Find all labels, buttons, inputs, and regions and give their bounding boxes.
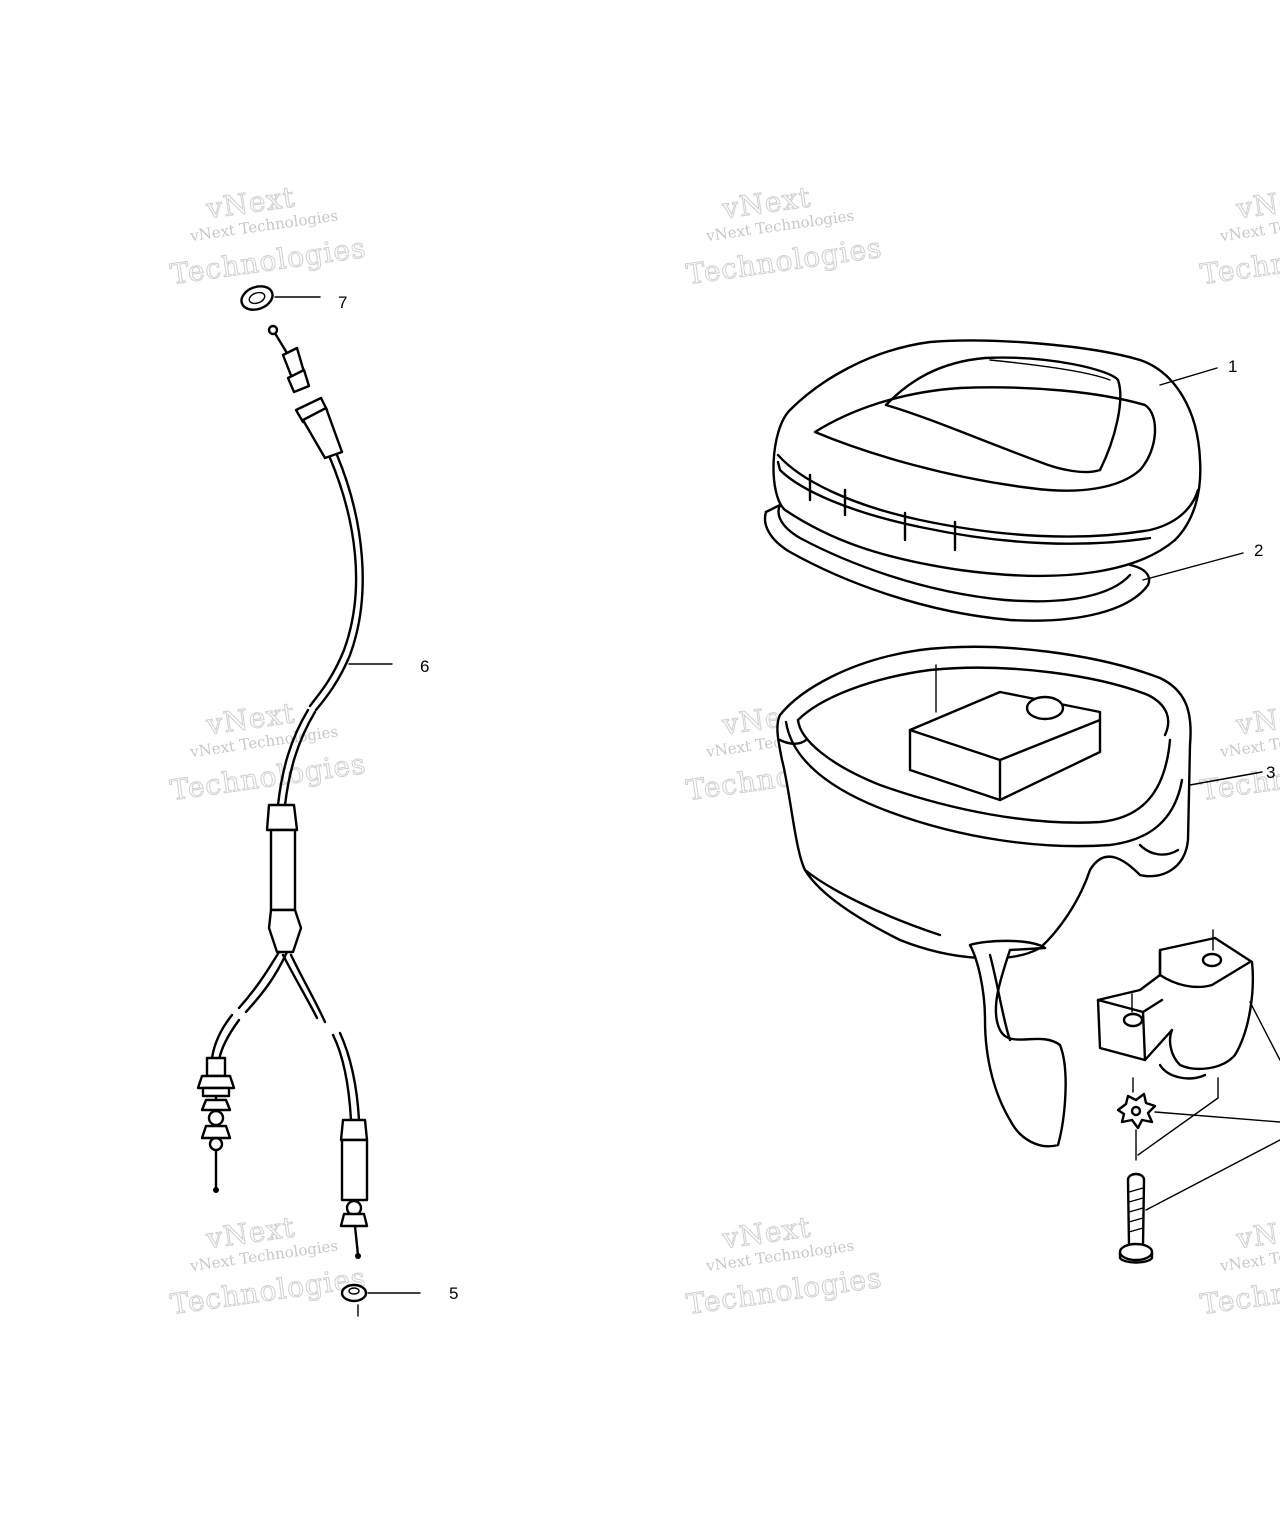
part-housing-cover [772,339,1218,578]
callout-1: 1 [1228,357,1237,376]
part-screw [1118,1097,1280,1264]
watermark: vNext vNext Technologies Technologies [168,180,369,292]
watermark: vNext vNext Technologies Technologies [684,180,885,292]
callout-5: 5 [449,1284,458,1303]
callout-7: 7 [338,293,347,312]
part-housing-base [776,645,1263,1148]
watermark: vNext vNext Technologies Technologies [1198,1210,1280,1322]
part-gasket [763,503,1244,622]
callout-6: 6 [420,657,429,676]
watermark: vNext vNext Technologies Technologies [168,696,369,808]
part-washer-bottom [340,1283,421,1317]
part-clamp [1096,929,1280,1099]
callout-2: 2 [1254,541,1263,560]
part-washer-top [240,285,321,311]
watermark: vNext vNext Technologies Technologies [1198,696,1280,808]
watermark: vNext vNext Technologies Technologies [168,1210,369,1322]
part-cable [196,324,393,1259]
watermark: vNext vNext Technologies Technologies [684,1210,885,1322]
callout-3: 3 [1266,763,1275,782]
part-lock-washer [1116,1077,1280,1130]
watermark: vNext vNext Technologies Technologies [1198,180,1280,292]
